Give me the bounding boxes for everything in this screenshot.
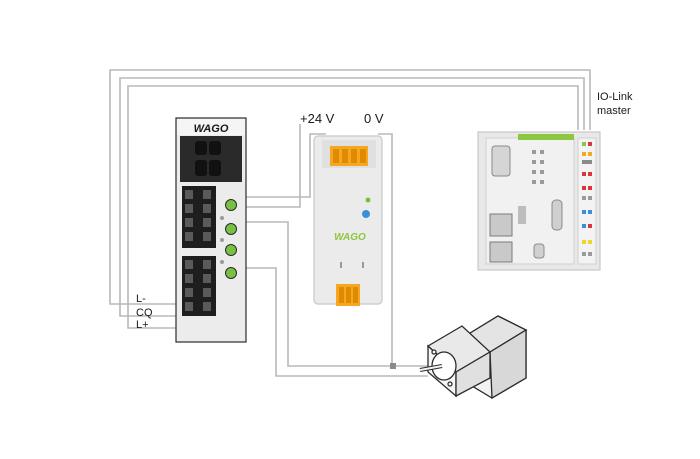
master-top-bar	[518, 134, 574, 140]
ethernet-port-1	[489, 213, 513, 237]
label-iolink-line1: IO-Link	[597, 91, 633, 103]
led-green-2	[225, 223, 237, 235]
motor	[419, 315, 528, 400]
wire-junction	[390, 363, 396, 369]
dsub-port	[491, 145, 511, 177]
input-connector	[330, 146, 368, 166]
power-led-green	[365, 197, 371, 203]
led-green-1	[225, 199, 237, 211]
io-module-topcap	[177, 119, 245, 135]
label-iolink-line2: master	[597, 105, 631, 117]
wire-l-minus	[109, 69, 591, 305]
terminal-holes	[185, 190, 211, 311]
terminal-strip	[577, 137, 597, 265]
wire-24v	[246, 133, 326, 198]
wire-label-l-plus: L+	[136, 319, 149, 331]
wires	[109, 69, 591, 377]
ethernet-port-2	[489, 241, 513, 263]
label-0v: 0 V	[364, 111, 384, 126]
power-supply-logo: WAGO	[334, 232, 366, 243]
wire-label-l-minus: L-	[136, 293, 146, 305]
io-module: WAGO	[175, 117, 247, 343]
wire-label-cq: CQ	[136, 307, 153, 319]
wire-motor-0v	[378, 133, 393, 366]
led-green-3	[225, 244, 237, 256]
master-switch	[551, 199, 563, 231]
power-led-blue	[362, 210, 370, 218]
label-plus-24v: +24 V	[300, 111, 335, 126]
status-dots	[532, 150, 544, 184]
power-supply: WAGO	[313, 135, 383, 306]
status-leds	[220, 199, 237, 279]
output-connector	[336, 284, 360, 306]
wire-motor-b	[246, 267, 428, 377]
wire-l-plus	[127, 85, 579, 329]
wire-motor-a	[246, 221, 428, 367]
wire-0v	[246, 124, 301, 208]
io-module-logo: WAGO	[194, 123, 229, 135]
led-green-4	[225, 267, 237, 279]
iolink-master	[477, 131, 601, 271]
wire-cq	[119, 77, 585, 317]
